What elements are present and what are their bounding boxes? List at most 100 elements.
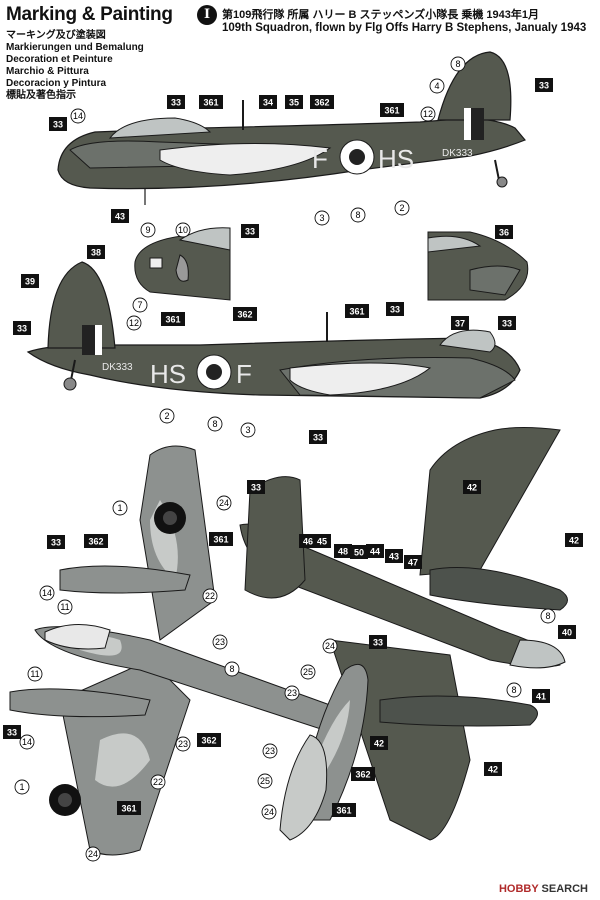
callout-label: 33 — [502, 319, 512, 329]
callout-side-left: 9 — [140, 222, 156, 238]
callout-label: 7 — [137, 300, 142, 310]
callout-label: 10 — [178, 225, 188, 235]
callout-label: 24 — [325, 641, 335, 651]
callout-label: 37 — [455, 319, 465, 329]
callout-label: 24 — [219, 498, 229, 508]
callout-label: 12 — [423, 109, 433, 119]
vertical-fin — [47, 261, 116, 349]
fin-views — [279, 663, 369, 841]
callout-side-left: 361 — [380, 103, 404, 117]
callout-bottom-view: 44 — [366, 544, 384, 558]
nacelle-port — [59, 565, 191, 594]
callout-label: 33 — [51, 538, 61, 548]
nacelle-port — [429, 567, 568, 611]
callout-label: 36 — [499, 228, 509, 238]
callout-label: 33 — [53, 120, 63, 130]
wing-underside — [289, 362, 432, 396]
callout-side-left: 362 — [310, 95, 334, 109]
callout-label: 34 — [263, 98, 273, 108]
canopy — [108, 117, 212, 139]
callout-side-right: 361 — [161, 312, 185, 326]
callout-label: 8 — [229, 664, 234, 674]
callout-side-left: 12 — [420, 106, 436, 122]
language-titles: マーキング及び塗装図 Markierungen und Bemalung Dec… — [6, 30, 144, 102]
callout-bottom-view: 8 — [540, 608, 556, 624]
callout-bottom-view: 33 — [369, 635, 387, 649]
callout-side-right: 3 — [240, 422, 256, 438]
callout-label: 25 — [303, 667, 313, 677]
callout-label: 11 — [60, 602, 69, 612]
callout-top-view: 14 — [39, 585, 55, 601]
callout-fins: 23 — [284, 685, 300, 701]
callout-label: 23 — [287, 688, 297, 698]
callout-top-view: 24 — [85, 846, 101, 862]
callout-fins: 24 — [261, 804, 277, 820]
callout-side-right: 2 — [159, 408, 175, 424]
callout-side-right: 8 — [207, 416, 223, 432]
tailplane — [244, 476, 306, 599]
callout-bottom-view: 47 — [404, 555, 422, 569]
callout-bottom-view: 42 — [565, 533, 583, 547]
callout-label: 14 — [22, 737, 32, 747]
callout-label: 3 — [319, 213, 324, 223]
callout-top-view: 33 — [3, 725, 21, 739]
callout-side-left: 33 — [241, 224, 259, 238]
callout-top-view: 362 — [84, 534, 108, 548]
callout-label: 33 — [373, 638, 383, 648]
callout-side-left: 8 — [350, 207, 366, 223]
callout-label: 3 — [245, 425, 250, 435]
callout-label: 25 — [260, 776, 270, 786]
page-title: Marking & Painting — [6, 4, 173, 25]
callout-label: 362 — [237, 310, 252, 320]
code-letter-left: F — [312, 144, 328, 174]
lang-japanese: マーキング及び塗装図 — [6, 30, 106, 41]
callout-label: 361 — [336, 806, 351, 816]
nose-detail-right — [427, 231, 529, 301]
callout-fins: 361 — [332, 803, 356, 817]
callout-side-left: 33 — [535, 78, 553, 92]
callout-label: 33 — [171, 98, 181, 108]
scheme-title-jp: 第109飛行隊 所属 ハリー B ステッペンズ小隊長 乗機 1943年1月 — [222, 9, 540, 21]
callout-top-view: 8 — [224, 661, 240, 677]
callout-label: 33 — [17, 324, 27, 334]
port-wing — [419, 427, 561, 576]
watermark: HOBBY SEARCH — [499, 883, 588, 895]
wing-underside — [159, 142, 332, 176]
callout-top-view: 1 — [14, 779, 30, 795]
callout-side-right: 38 — [87, 245, 105, 259]
callout-side-right: 39 — [21, 274, 39, 288]
callout-label: 14 — [73, 111, 83, 121]
callout-label: 42 — [488, 765, 498, 775]
callout-label: 50 — [354, 548, 364, 558]
callout-label: 33 — [313, 433, 323, 443]
watermark-brand: HOBBY — [498, 883, 539, 895]
callout-side-right: 361 — [345, 304, 369, 318]
callout-bottom-view: 50 — [350, 545, 368, 559]
callout-top-view: 11 — [57, 599, 73, 615]
callout-side-right: 33 — [386, 302, 404, 316]
serial-right: DK333 — [102, 362, 133, 373]
callout-top-view: 24 — [216, 495, 232, 511]
callout-label: 47 — [408, 558, 418, 568]
callout-label: 33 — [251, 483, 261, 493]
callout-side-left: 4 — [429, 78, 445, 94]
callout-bottom-view: 42 — [484, 762, 502, 776]
callout-side-right: 33 — [309, 430, 327, 444]
callout-label: 8 — [545, 611, 550, 621]
callout-label: 22 — [205, 591, 215, 601]
callout-label: 41 — [536, 692, 546, 702]
tail-wheel — [63, 377, 77, 391]
callout-side-left: 34 — [259, 95, 277, 109]
callout-label: 39 — [25, 277, 35, 287]
callout-side-right: 12 — [126, 315, 142, 331]
callout-bottom-view: 40 — [558, 625, 576, 639]
code-letters-right: HS — [378, 144, 414, 174]
callout-side-left: 2 — [394, 200, 410, 216]
callout-side-left: 8 — [450, 56, 466, 72]
callout-label: 48 — [338, 547, 348, 557]
callout-label: 362 — [88, 537, 103, 547]
callout-label: 361 — [203, 98, 218, 108]
callout-bottom-view: 8 — [506, 682, 522, 698]
callout-side-right: 37 — [451, 316, 469, 330]
